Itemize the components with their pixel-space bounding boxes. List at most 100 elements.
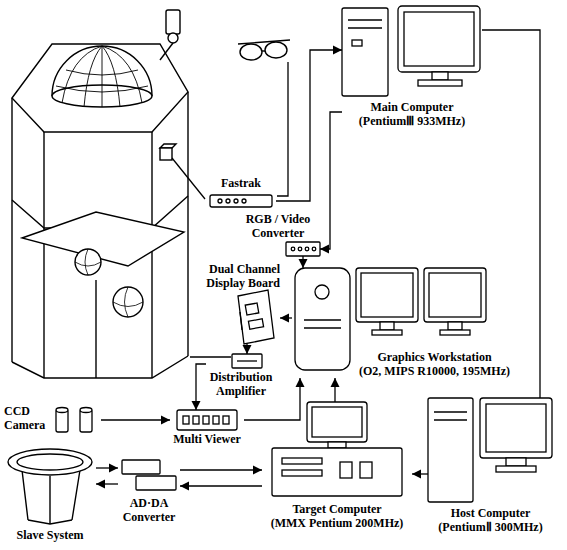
main-computer-picture [432, 72, 448, 80]
signal-line [101, 419, 170, 420]
host-computer-picture [480, 398, 552, 458]
device-node: Multi Viewer [170, 410, 244, 446]
workstation-picture [372, 330, 402, 335]
ccd-camera-picture [80, 410, 92, 432]
signal-line [180, 485, 262, 486]
fastrak-unit [226, 199, 230, 203]
stereo-glasses [240, 44, 262, 60]
display-cabinet [168, 33, 178, 43]
main-computer-picture [342, 6, 480, 96]
device-label: CCD Camera [4, 404, 49, 432]
display-board-picture [245, 303, 259, 315]
fastrak-unit [218, 199, 222, 203]
device-node: Host Computer(PentiumⅡ 300MHz) [428, 398, 553, 534]
device-node: Distribution Amplifier [206, 354, 276, 398]
display-cabinet [56, 70, 148, 92]
target-computer-picture [340, 462, 352, 478]
stereo-glasses [265, 42, 287, 58]
workstation-picture [304, 327, 341, 328]
sensor-wire [172, 158, 205, 199]
device-label: Fastrak [206, 176, 276, 190]
adda-converter-picture [122, 460, 160, 474]
signal-line [196, 364, 206, 410]
display-cabinet [11, 98, 12, 362]
host-computer-picture [428, 398, 552, 502]
target-computer-picture [282, 458, 322, 464]
label-block: CCD Camera [4, 404, 49, 432]
device-node: Slave System [4, 446, 96, 542]
fastrak-unit [234, 199, 238, 203]
label-block: Multi Viewer [170, 432, 244, 446]
signal-line [412, 473, 428, 474]
signal-line [280, 317, 292, 318]
device-node: CCD Camera [4, 404, 101, 434]
multi-viewer-box [193, 416, 199, 424]
target-computer-picture [328, 442, 346, 448]
converter-box [305, 247, 309, 251]
main-computer-picture [342, 8, 388, 96]
display-cabinet [166, 10, 180, 34]
multi-viewer-box [223, 416, 229, 424]
stereo-glasses [238, 40, 290, 60]
device-label: Host Computer [428, 506, 553, 520]
amplifier-box [232, 354, 262, 368]
display-cabinet [187, 92, 188, 356]
ccd-camera-picture [56, 408, 68, 413]
sensor-wire [277, 62, 288, 196]
display-board-picture [248, 319, 263, 329]
target-computer-picture [360, 462, 372, 478]
multi-viewer-box [213, 416, 219, 424]
sensor-wire [172, 62, 288, 357]
device-node: AD·DA Converter [118, 458, 180, 524]
stereo-glasses [262, 50, 265, 51]
device-label: AD·DA Converter [118, 496, 180, 524]
fastrak-unit [242, 199, 246, 203]
device-label: (MMX Pentium 200MHz) [262, 516, 412, 530]
workstation-picture [429, 273, 481, 317]
display-cabinet [113, 287, 143, 317]
device-node: RGB / Video Converter [236, 212, 320, 256]
device-label: (O2, MIPS R10000, 195MHz) [352, 364, 517, 378]
multi-viewer-box [177, 410, 237, 430]
device-label: Slave System [4, 528, 96, 542]
display-cabinet [12, 10, 188, 378]
device-label: Target Computer [262, 502, 412, 516]
main-computer-picture [404, 12, 474, 66]
converter-box [286, 242, 320, 256]
label-block: Dual Channel Display Board [196, 262, 280, 290]
host-computer-picture [486, 404, 546, 452]
device-label: Graphics Workstation [352, 350, 517, 364]
display-board-picture [240, 312, 242, 330]
converter-box [291, 247, 295, 251]
host-computer-picture [506, 458, 526, 466]
device-label: Dual Channel Display Board [196, 262, 280, 290]
workstation-picture [424, 268, 486, 322]
label-block: AD·DA Converter [118, 496, 180, 524]
signal-line [180, 469, 262, 470]
workstation-picture [304, 319, 341, 320]
ccd-camera-picture [56, 410, 68, 432]
target-computer-picture [312, 407, 362, 437]
device-node: Fastrak [206, 176, 276, 207]
signal-line [482, 30, 540, 398]
label-block: Main Computer(PentiumⅢ 933MHz) [342, 100, 482, 128]
converter-box [298, 247, 302, 251]
workstation-picture [448, 322, 462, 330]
display-cabinet [62, 46, 142, 107]
workstation-picture [295, 268, 350, 370]
slave-system-picture [17, 454, 83, 470]
ccd-camera-picture [56, 408, 92, 433]
main-computer-picture [348, 19, 382, 20]
workstation-picture [380, 322, 394, 330]
device-node: Graphics Workstation(O2, MIPS R10000, 19… [292, 268, 517, 378]
multi-viewer-box [203, 416, 209, 424]
fastrak-unit [210, 195, 272, 207]
display-cabinet [160, 148, 172, 160]
host-computer-picture [428, 398, 473, 502]
converter-box [286, 242, 320, 256]
device-node: Main Computer(PentiumⅢ 933MHz) [342, 4, 482, 128]
device-label: RGB / Video Converter [236, 212, 320, 240]
amplifier-box [237, 360, 257, 361]
